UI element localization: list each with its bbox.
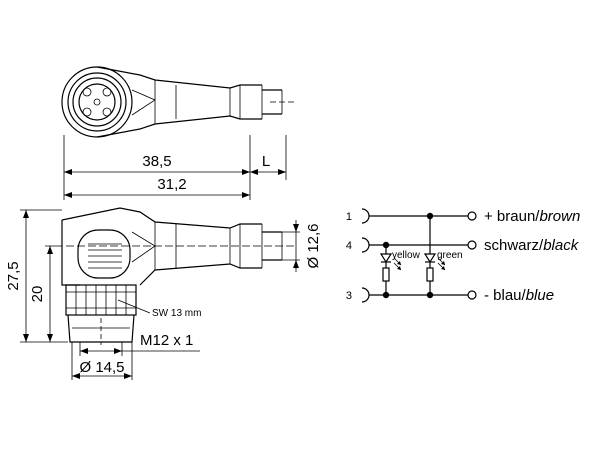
dimension-nut-diameter: Ø 14,5 <box>79 359 124 376</box>
pin-label-1: 1 <box>346 211 352 223</box>
dimension-lines-vertical <box>20 209 300 343</box>
wiring-schematic <box>361 208 477 303</box>
dimension-lines-horizontal <box>63 135 287 200</box>
thread-dimension-lines <box>71 342 200 380</box>
wrench-leader-line <box>117 299 151 314</box>
dimension-height-body: 20 <box>29 286 46 303</box>
wire-label-brown: + braun/brown <box>484 208 580 225</box>
led-label-yellow: yellow <box>392 250 421 261</box>
dimension-thread: M12 x 1 <box>140 332 193 349</box>
pin-label-4: 4 <box>346 240 352 252</box>
dimension-length-body: 31,2 <box>157 176 186 193</box>
connector-top-view <box>61 66 295 138</box>
connector-side-view <box>61 207 295 345</box>
led-label-green: green <box>437 250 463 261</box>
dimension-length-total: 38,5 <box>142 153 171 170</box>
dimension-cable-diameter: Ø 12,6 <box>305 223 322 268</box>
dimension-height-total: 27,5 <box>5 261 22 290</box>
wire-label-blue: - blau/blue <box>484 287 554 304</box>
dimension-length-cable: L <box>262 153 270 170</box>
pin-label-3: 3 <box>346 290 352 302</box>
wire-label-black: schwarz/black <box>484 237 580 254</box>
dimension-wrench-size: SW 13 mm <box>152 308 201 319</box>
